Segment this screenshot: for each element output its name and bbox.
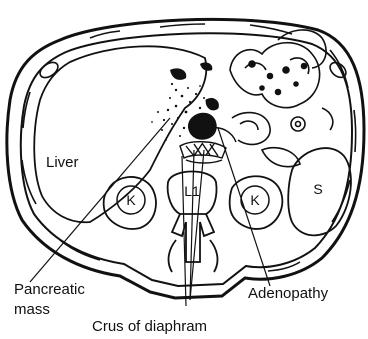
liver-label: Liver — [46, 154, 79, 171]
spleen-label: S — [313, 181, 322, 197]
kidney-right-label: K — [250, 192, 260, 208]
pancreatic-mass-label-line2: mass — [14, 301, 50, 318]
aorta-vessels — [189, 98, 236, 142]
vertebra-label: L1 — [184, 183, 200, 199]
crus-label: Crus of diaphram — [92, 318, 207, 335]
bowel-loops — [230, 30, 333, 167]
adenopathy-label: Adenopathy — [248, 285, 329, 302]
pancreatic-mass-label-line1: Pancreatic — [14, 281, 85, 298]
kidney-left-label: K — [126, 192, 136, 208]
